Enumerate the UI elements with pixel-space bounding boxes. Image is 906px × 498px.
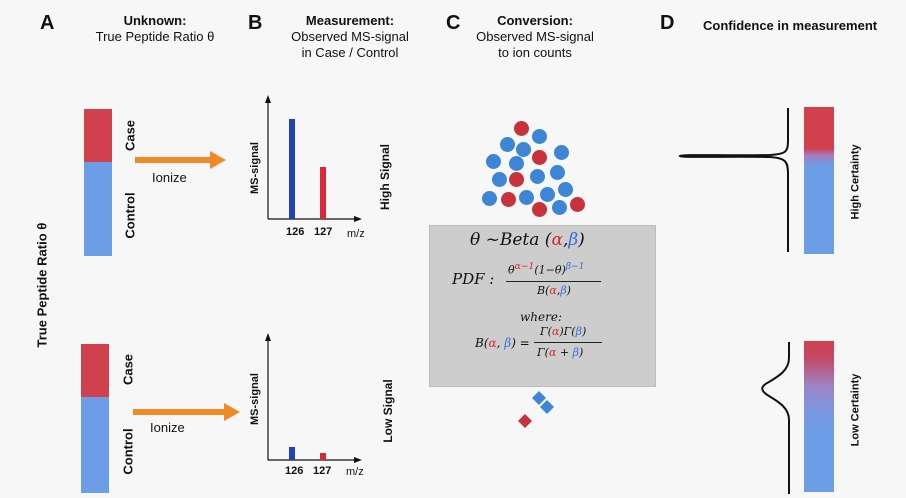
- spectrum-low: [265, 333, 362, 463]
- formula-beta: β: [568, 230, 579, 250]
- ion: [501, 192, 516, 207]
- pdf-denominator: B(α,β): [537, 284, 571, 297]
- control-segment-bottom: [81, 397, 109, 493]
- high-signal-label: High Signal: [378, 144, 392, 210]
- panel-c-subtitle-1: Observed MS-signal: [476, 29, 594, 44]
- ion: [540, 187, 555, 202]
- panel-d-letter: D: [660, 12, 675, 34]
- case-label-bottom: Case: [120, 353, 136, 386]
- ion: [492, 172, 507, 187]
- formula-alpha: α: [551, 230, 563, 250]
- formula-close: ): [578, 230, 585, 250]
- panel-b-subtitle-2: in Case / Control: [301, 45, 399, 60]
- ion-diamonds: [518, 391, 554, 428]
- ion-cluster: [478, 118, 588, 217]
- ionize-arrow-bottom: [133, 409, 225, 415]
- formula-comma: ,: [562, 230, 569, 250]
- low-certainty-curve: [761, 342, 790, 494]
- panel-c-subtitle-2: to ion counts: [498, 45, 572, 60]
- gamma-denominator: Γ(α + β): [537, 346, 584, 359]
- ionize-label-top: Ionize: [152, 170, 187, 185]
- ion-diamond: [540, 400, 554, 414]
- low-peak-126: [289, 447, 295, 460]
- ion: [558, 182, 573, 197]
- ionize-label-bottom: Ionize: [150, 420, 185, 435]
- high-certainty-bar: [804, 107, 834, 254]
- arrow-head-bottom: [224, 403, 240, 421]
- beta-formula-line: θ ~Beta (α,β): [470, 230, 585, 250]
- ion: [552, 200, 567, 215]
- ion: [482, 191, 497, 206]
- panel-a-title: Unknown:: [123, 13, 187, 28]
- panel-b-title: Measurement:: [305, 13, 395, 28]
- panel-b-letter: B: [248, 12, 263, 34]
- panel-c-title: Conversion:: [497, 13, 573, 28]
- gamma-fraction-bar: [534, 342, 602, 343]
- panel-a-subtitle: True Peptide Ratio θ: [95, 29, 215, 44]
- ms-signal-label-high: MS-signal: [249, 142, 261, 194]
- mz-label-high: m/z: [347, 228, 365, 240]
- ion: [509, 156, 524, 171]
- case-segment-top: [84, 109, 112, 162]
- ion: [500, 137, 515, 152]
- ion: [486, 154, 501, 169]
- tick-127-high: 127: [314, 226, 333, 238]
- control-segment-top: [84, 162, 112, 256]
- tick-126-low: 126: [285, 465, 304, 477]
- tick-127-low: 127: [313, 465, 332, 477]
- ion: [530, 169, 545, 184]
- case-segment-bottom: [81, 344, 109, 397]
- high-certainty-curve: [678, 108, 789, 252]
- control-label-bottom: Control: [120, 428, 136, 475]
- ion: [554, 145, 569, 160]
- ion-diamond: [518, 414, 532, 428]
- low-certainty-bar: [804, 341, 834, 492]
- ionize-arrow-top: [135, 157, 211, 163]
- ion: [550, 165, 565, 180]
- ion-diamond: [532, 391, 546, 405]
- tick-126-high: 126: [286, 226, 305, 238]
- ion: [516, 142, 531, 157]
- low-certainty-label: Low Certainty: [849, 373, 862, 447]
- pdf-numerator: θα−1(1−θ)β−1: [508, 261, 585, 277]
- ion: [519, 190, 534, 205]
- arrow-head-top: [210, 151, 226, 169]
- beta-formula-box: θ ~Beta (α,β) PDF : θα−1(1−θ)β−1 B(α,β) …: [429, 225, 656, 387]
- pdf-label: PDF :: [452, 270, 495, 288]
- formula-lhs: θ ~Beta (: [470, 230, 552, 250]
- high-peak-127: [320, 167, 326, 219]
- pdf-fraction-bar: [506, 281, 601, 282]
- low-peak-127: [320, 453, 326, 460]
- panel-d-title: Confidence in measurement: [703, 18, 878, 33]
- panel-a-letter: A: [40, 12, 55, 34]
- panel-b-subtitle-1: Observed MS-signal: [291, 29, 409, 44]
- case-label-top: Case: [122, 119, 138, 152]
- side-label: True Peptide Ratio θ: [34, 222, 50, 348]
- ion: [532, 202, 547, 217]
- ion: [570, 197, 585, 212]
- gamma-numerator: Γ(α)Γ(β): [540, 325, 587, 338]
- control-label-top: Control: [122, 192, 138, 239]
- high-certainty-label: High Certainty: [849, 144, 862, 220]
- beta-function-lhs: B(α, β) =: [475, 336, 530, 350]
- mz-label-low: m/z: [346, 466, 364, 478]
- ion: [509, 172, 524, 187]
- low-signal-label: Low Signal: [381, 379, 395, 443]
- ion: [514, 121, 529, 136]
- ion: [532, 129, 547, 144]
- ion: [532, 150, 547, 165]
- high-peak-126: [289, 119, 295, 219]
- panel-c-letter: C: [446, 12, 461, 34]
- where-label: where:: [520, 310, 562, 324]
- spectrum-high: [265, 95, 362, 222]
- ms-signal-label-low: MS-signal: [249, 373, 261, 425]
